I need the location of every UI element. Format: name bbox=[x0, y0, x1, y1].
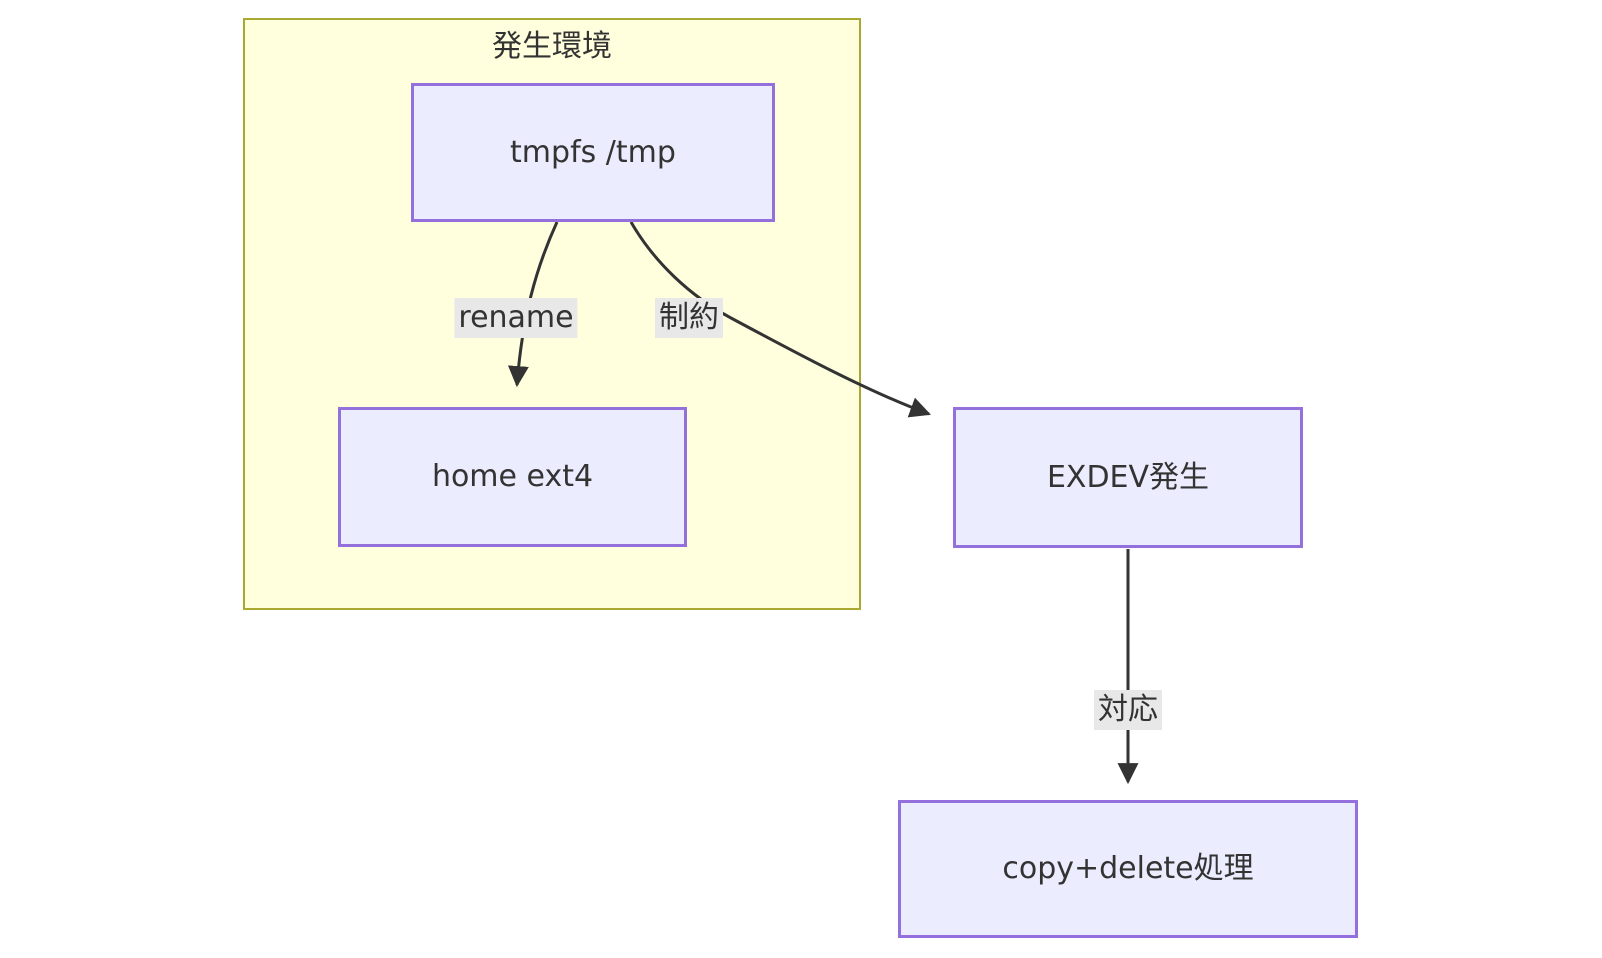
node-tmpfs-tmp[interactable]: tmpfs /tmp bbox=[411, 83, 775, 222]
node-label-copy-delete-process: copy+delete処理 bbox=[1002, 851, 1254, 886]
edge-label-rename: rename bbox=[454, 298, 578, 338]
node-home-ext4[interactable]: home ext4 bbox=[338, 407, 687, 547]
node-label-home-ext4: home ext4 bbox=[431, 459, 594, 494]
cluster-title-occurrence-environment: 発生環境 bbox=[492, 29, 612, 64]
node-exdev-occurred[interactable]: EXDEV発生 bbox=[953, 407, 1303, 548]
node-label-tmpfs-tmp: tmpfs /tmp bbox=[510, 134, 676, 170]
node-label-exdev-occurred: EXDEV発生 bbox=[1046, 459, 1210, 495]
edge-label-response: 対応 bbox=[1094, 690, 1162, 730]
edge-label-constraint: 制約 bbox=[655, 298, 723, 338]
node-copy-delete-process[interactable]: copy+delete処理 bbox=[898, 800, 1358, 938]
